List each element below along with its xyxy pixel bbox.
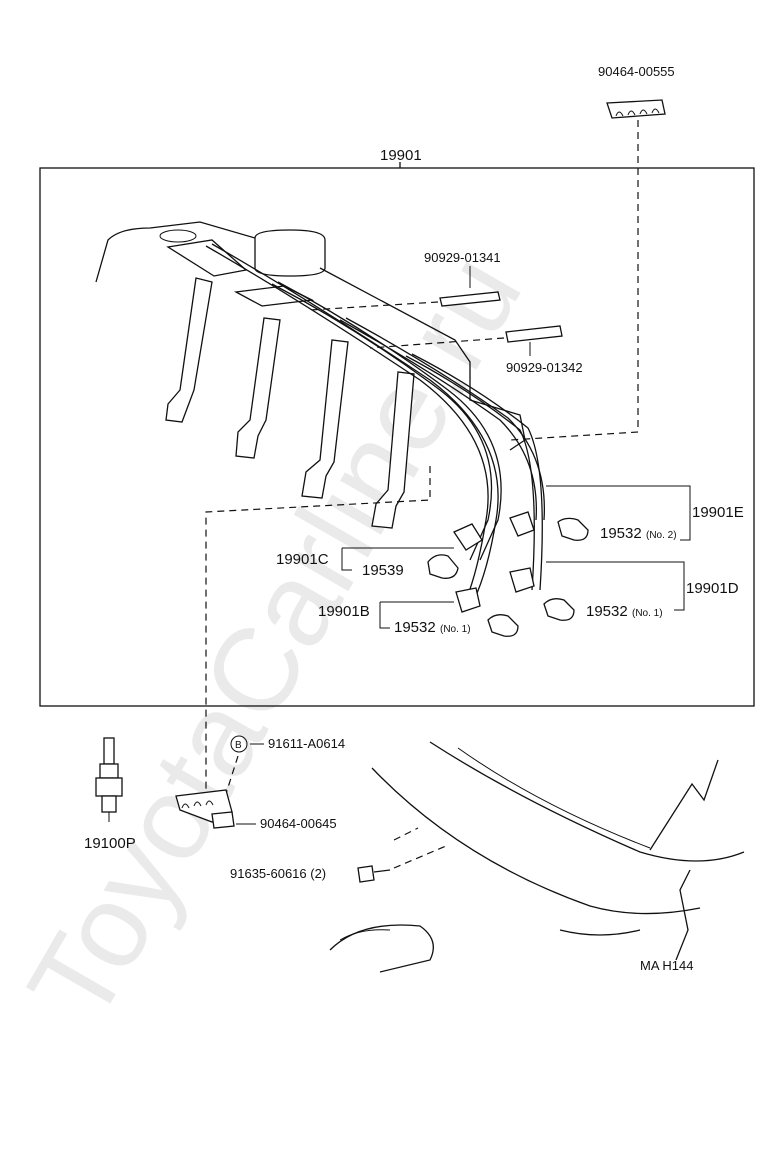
- part-label-90929-01342: 90929-01342: [506, 360, 583, 375]
- part-label-19532-no2: 19532: [600, 525, 642, 542]
- part-label-91611-A0614: 91611-A0614: [268, 736, 345, 751]
- part-label-19532-no1-right: 19532: [586, 603, 628, 620]
- assembly-frame-19901: [39, 167, 755, 707]
- terminal-cap-19532-no1-right: [543, 598, 575, 621]
- part-label-90464-00645: 90464-00645: [260, 816, 337, 831]
- part-label-19901: 19901: [380, 147, 422, 164]
- wire-clamp-90464-00645: [175, 789, 235, 829]
- part-note-no1-left: (No. 1): [440, 624, 471, 635]
- engine-bay-outline: [329, 741, 745, 973]
- drawing-code: MA H144: [640, 958, 693, 973]
- coil-bracket-1: [166, 239, 248, 277]
- spark-plug-boots: [165, 277, 415, 529]
- part-label-90929-01341: 90929-01341: [424, 250, 501, 265]
- part-label-19532-no1-left: 19532: [394, 619, 436, 636]
- high-tension-wires: [205, 243, 546, 601]
- circle-b-letter: B: [235, 740, 242, 751]
- part-label-90464-00555: 90464-00555: [598, 64, 675, 79]
- terminal-cap-19532-no2: [557, 517, 589, 541]
- part-label-91635-60616: 91635-60616 (2): [230, 866, 326, 881]
- wire-clamp-90464-00555: [606, 99, 666, 119]
- part-label-19100P: 19100P: [84, 835, 136, 852]
- bolt-91635-60616: [357, 865, 391, 883]
- spark-plug-19100P: [95, 737, 123, 822]
- part-label-19901B: 19901B: [318, 603, 370, 620]
- terminal-cap-19532-no1-left: [487, 614, 519, 637]
- part-label-19539: 19539: [362, 562, 404, 579]
- circle-b-marker: [230, 735, 248, 753]
- terminal-cap-19539: [427, 554, 459, 579]
- coil-bracket-2: [233, 285, 315, 307]
- wire-end-boots: [453, 511, 535, 613]
- part-label-19901D: 19901D: [686, 580, 739, 597]
- part-label-19901E: 19901E: [692, 504, 744, 521]
- part-label-19901C: 19901C: [276, 551, 329, 568]
- wire-clamp-90929-01342: [505, 325, 563, 343]
- wire-clamp-90929-01341: [439, 291, 501, 307]
- part-note-no2: (No. 2): [646, 530, 677, 541]
- part-note-no1-right: (No. 1): [632, 608, 663, 619]
